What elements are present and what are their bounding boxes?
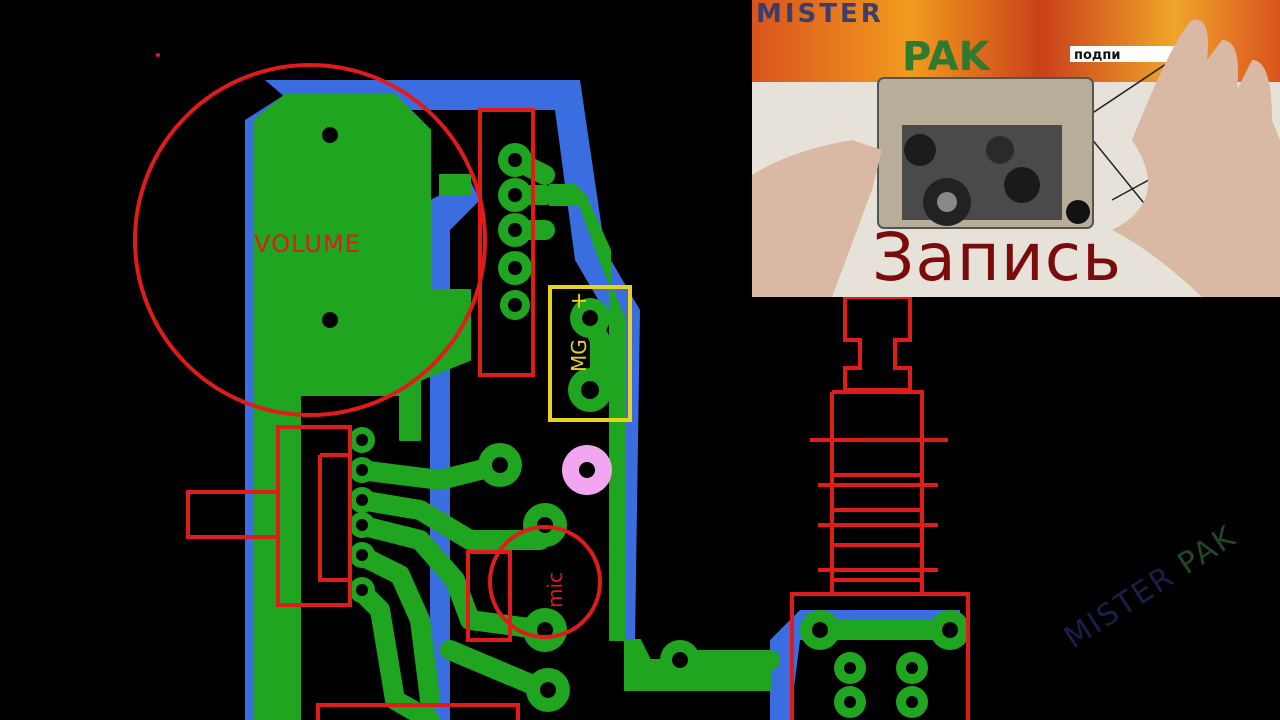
switch-lever-outline [186,490,280,539]
banner-subscribe: подпи [1074,48,1121,63]
jack-outline [790,295,970,720]
inset-caption: Запись [872,219,1122,296]
mic-label: mic [543,572,567,608]
pads [322,127,970,718]
stray-dot [156,53,160,57]
mic-outline [488,525,602,639]
volume-label: VOLUME [254,230,360,258]
banner-title: MISTER [756,0,884,29]
banner-brand: PAK [902,34,992,80]
volume-pot-outline [133,63,487,417]
motor-label: MG [567,339,591,372]
mic-resistor-outline [466,550,512,642]
bottom-outline [316,703,520,720]
motor-polarity-label: + [567,292,592,310]
hands [752,19,1280,297]
header-outline [478,108,535,377]
video-inset: MISTER PAK подпи Запись [752,0,1280,297]
inset-photo: MISTER PAK подпи [752,0,1280,297]
cassette-mechanism [877,77,1094,229]
motor-outline [548,285,632,422]
silkscreen-layer [133,63,970,720]
